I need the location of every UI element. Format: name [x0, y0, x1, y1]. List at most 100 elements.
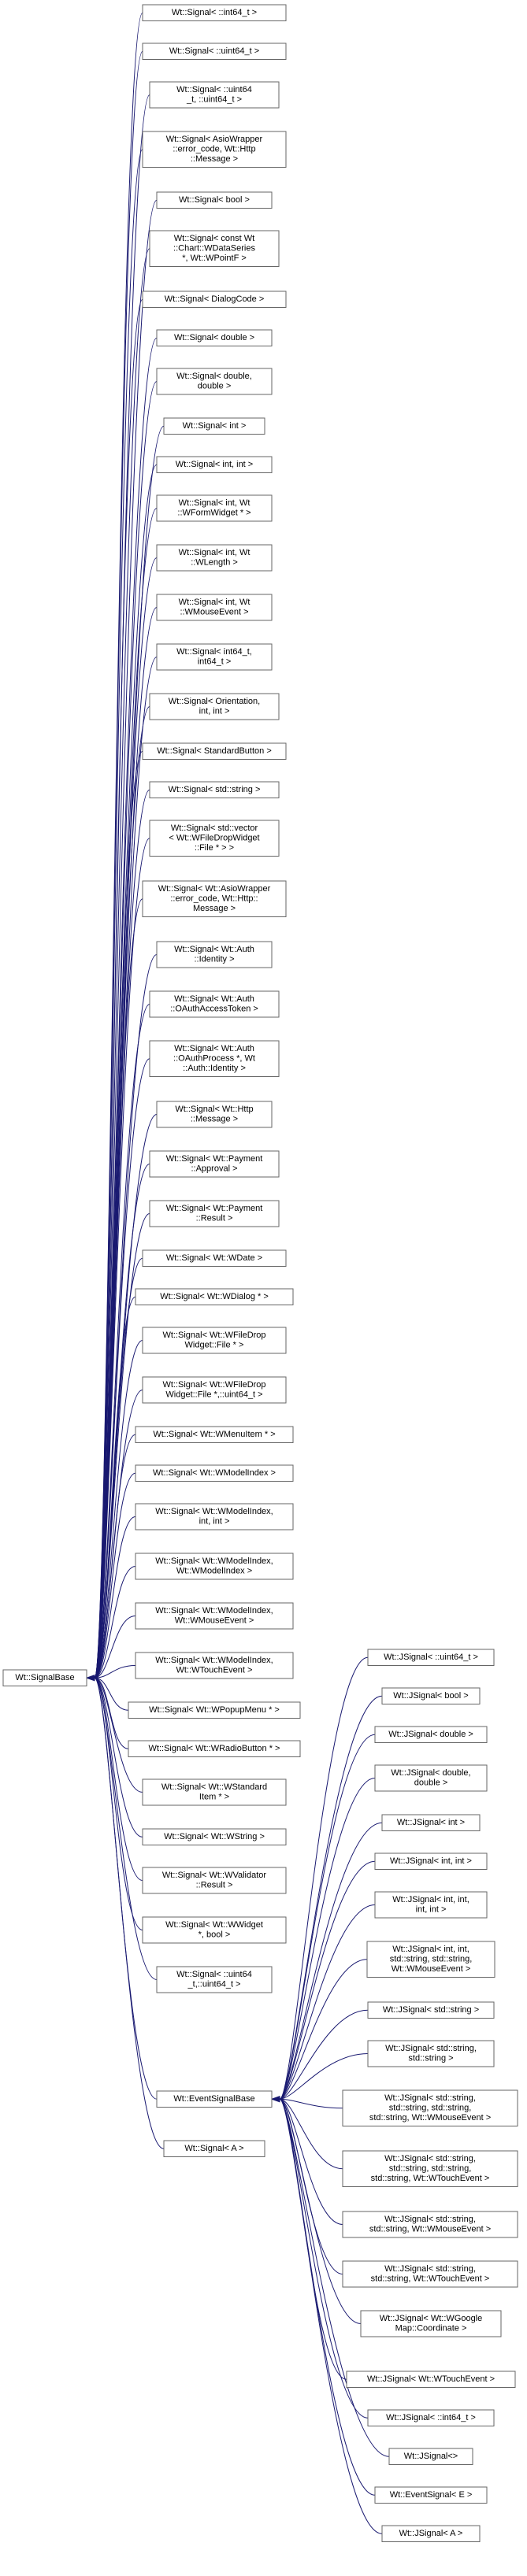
class-node-s42[interactable]: Wt::Signal< Wt::WWidget*, bool >	[142, 1916, 287, 1944]
class-node-j09[interactable]: Wt::JSignal< std::string >	[367, 2001, 495, 2019]
class-node-label: Wt::Signal< Wt::WString >	[164, 1832, 265, 1841]
class-node-s14[interactable]: Wt::Signal< int, Wt::WMouseEvent >	[156, 594, 273, 621]
class-node-s17[interactable]: Wt::Signal< StandardButton >	[142, 742, 287, 760]
class-node-s02[interactable]: Wt::Signal< ::uint64_t >	[142, 43, 287, 60]
class-node-s40[interactable]: Wt::Signal< Wt::WString >	[142, 1828, 287, 1845]
class-node-s11[interactable]: Wt::Signal< int, int >	[156, 456, 273, 473]
class-node-label: Wt::Signal< ::uint64	[176, 1970, 252, 1979]
class-node-label: Wt::Signal< Wt::WStandard	[161, 1782, 267, 1792]
class-node-s22[interactable]: Wt::Signal< Wt::Auth::OAuthAccessToken >	[149, 990, 280, 1018]
class-node-box	[163, 417, 265, 435]
class-node-s26[interactable]: Wt::Signal< Wt::Payment::Result >	[149, 1200, 280, 1227]
class-node-s16[interactable]: Wt::Signal< Orientation,int, int >	[149, 693, 280, 720]
class-node-box	[142, 131, 287, 168]
class-node-box	[149, 1200, 280, 1227]
class-node-s29[interactable]: Wt::Signal< Wt::WFileDropWidget::File * …	[142, 1327, 287, 1354]
class-node-s34[interactable]: Wt::Signal< Wt::WModelIndex,Wt::WModelIn…	[135, 1553, 294, 1580]
class-node-s38[interactable]: Wt::Signal< Wt::WRadioButton * >	[128, 1740, 301, 1757]
class-node-j20[interactable]: Wt::JSignal< A >	[381, 2525, 481, 2542]
class-node-s08[interactable]: Wt::Signal< double >	[156, 329, 273, 346]
class-node-j15[interactable]: Wt::JSignal< Wt::WGoogleMap::Coordinate …	[360, 2310, 502, 2337]
inheritance-edge	[279, 2098, 390, 2457]
class-node-label: Wt::JSignal< std::string,	[384, 2093, 476, 2103]
class-node-label: ::Result >	[196, 1214, 233, 1223]
class-node-j19[interactable]: Wt::EventSignal< E >	[374, 2486, 488, 2504]
class-node-box	[374, 1891, 488, 1919]
class-node-j14[interactable]: Wt::JSignal< std::string,std::string, Wt…	[342, 2260, 518, 2288]
inheritance-edge	[279, 1822, 383, 2100]
class-node-box	[142, 880, 287, 917]
class-node-label: double >	[414, 1778, 448, 1788]
class-node-s31[interactable]: Wt::Signal< Wt::WMenuItem * >	[135, 1426, 294, 1443]
class-node-j10[interactable]: Wt::JSignal< std::string,std::string >	[367, 2040, 495, 2067]
class-node-j11[interactable]: Wt::JSignal< std::string,std::string, st…	[342, 2089, 518, 2126]
inheritance-edge	[94, 1677, 129, 1749]
class-node-box	[128, 1740, 301, 1757]
class-node-label: ::Result >	[196, 1881, 233, 1890]
class-node-j03[interactable]: Wt::JSignal< double >	[374, 1726, 488, 1743]
class-node-s30[interactable]: Wt::Signal< Wt::WFileDropWidget::File *,…	[142, 1376, 287, 1404]
class-node-box	[142, 1327, 287, 1354]
class-node-box	[156, 1101, 273, 1128]
class-node-label: Wt::Signal< DialogCode >	[165, 294, 265, 304]
class-node-s36[interactable]: Wt::Signal< Wt::WModelIndex,Wt::WTouchEv…	[135, 1652, 294, 1679]
class-node-label: int, int >	[199, 707, 230, 716]
class-node-s12[interactable]: Wt::Signal< int, Wt::WFormWidget * >	[156, 494, 273, 522]
class-node-s21[interactable]: Wt::Signal< Wt::Auth::Identity >	[156, 941, 273, 968]
class-node-j16[interactable]: Wt::JSignal< Wt::WTouchEvent >	[346, 2371, 516, 2388]
class-node-s43[interactable]: Wt::Signal< ::uint64_t,::uint64_t >	[156, 1966, 273, 1993]
class-node-s33[interactable]: Wt::Signal< Wt::WModelIndex,int, int >	[135, 1503, 294, 1530]
class-node-s24[interactable]: Wt::Signal< Wt::Http::Message >	[156, 1101, 273, 1128]
inheritance-edge	[94, 1434, 136, 1678]
class-node-label: std::string, Wt::WMouseEvent >	[369, 2113, 491, 2123]
class-node-j12[interactable]: Wt::JSignal< std::string,std::string, st…	[342, 2150, 518, 2187]
class-node-label: Wt::Signal< Wt::WRadioButton * >	[149, 1744, 280, 1753]
class-node-label: Wt::JSignal< Wt::WTouchEvent >	[367, 2374, 495, 2384]
class-node-eventsignalbase[interactable]: Wt::EventSignalBase	[156, 2090, 273, 2108]
class-node-s27[interactable]: Wt::Signal< Wt::WDate >	[142, 1249, 287, 1267]
class-node-j05[interactable]: Wt::JSignal< int >	[381, 1814, 481, 1831]
class-node-signalbase[interactable]: Wt::SignalBase	[2, 1669, 87, 1686]
class-node-s28[interactable]: Wt::Signal< Wt::WDialog * >	[135, 1288, 294, 1305]
class-node-j02[interactable]: Wt::JSignal< bool >	[381, 1687, 481, 1704]
class-node-j13[interactable]: Wt::JSignal< std::string,std::string, Wt…	[342, 2211, 518, 2238]
inheritance-edge	[94, 1616, 136, 1678]
class-node-s19[interactable]: Wt::Signal< std::vector< Wt::WFileDropWi…	[149, 820, 280, 857]
class-node-s10[interactable]: Wt::Signal< int >	[163, 417, 265, 435]
class-node-s07[interactable]: Wt::Signal< DialogCode >	[142, 291, 287, 308]
class-node-label: Wt::Signal< int64_t,	[176, 647, 252, 657]
class-node-s20[interactable]: Wt::Signal< Wt::AsioWrapper::error_code,…	[142, 880, 287, 917]
class-node-s32[interactable]: Wt::Signal< Wt::WModelIndex >	[135, 1464, 294, 1482]
class-node-s01[interactable]: Wt::Signal< ::int64_t >	[142, 4, 287, 21]
class-node-box	[142, 1778, 287, 1806]
class-node-label: Wt::Signal< AsioWrapper	[166, 135, 263, 144]
class-node-s44[interactable]: Wt::Signal< A >	[163, 2140, 265, 2157]
class-node-label: Map::Coordinate >	[395, 2324, 467, 2334]
class-node-box	[388, 2448, 473, 2465]
class-node-s13[interactable]: Wt::Signal< int, Wt::WLength >	[156, 544, 273, 572]
class-node-s35[interactable]: Wt::Signal< Wt::WModelIndex,Wt::WMouseEv…	[135, 1602, 294, 1630]
class-node-s25[interactable]: Wt::Signal< Wt::Payment::Approval >	[149, 1150, 280, 1178]
class-node-label: Wt::EventSignal< E >	[390, 2490, 473, 2500]
class-node-j17[interactable]: Wt::JSignal< ::int64_t >	[367, 2409, 495, 2426]
class-node-j07[interactable]: Wt::JSignal< int, int,int, int >	[374, 1891, 488, 1919]
class-node-s23[interactable]: Wt::Signal< Wt::Auth::OAuthProcess *, Wt…	[149, 1040, 280, 1077]
class-node-j18[interactable]: Wt::JSignal<>	[388, 2448, 473, 2465]
class-node-s04[interactable]: Wt::Signal< AsioWrapper::error_code, Wt:…	[142, 131, 287, 168]
class-node-s18[interactable]: Wt::Signal< std::string >	[149, 781, 280, 798]
class-node-s03[interactable]: Wt::Signal< ::uint64_t, ::uint64_t >	[149, 81, 280, 109]
class-node-s06[interactable]: Wt::Signal< const Wt::Chart::WDataSeries…	[149, 230, 280, 267]
class-node-s15[interactable]: Wt::Signal< int64_t,int64_t >	[156, 643, 273, 671]
class-node-s37[interactable]: Wt::Signal< Wt::WPopupMenu * >	[128, 1701, 301, 1719]
class-node-s05[interactable]: Wt::Signal< bool >	[156, 191, 273, 209]
class-node-box	[346, 2371, 516, 2388]
class-node-j06[interactable]: Wt::JSignal< int, int >	[374, 1852, 488, 1870]
class-node-s41[interactable]: Wt::Signal< Wt::WValidator::Result >	[142, 1867, 287, 1894]
class-node-j04[interactable]: Wt::JSignal< double,double >	[374, 1764, 488, 1792]
class-node-j08[interactable]: Wt::JSignal< int, int,std::string, std::…	[366, 1941, 495, 1978]
class-node-s09[interactable]: Wt::Signal< double,double >	[156, 368, 273, 395]
inheritance-edge	[279, 2098, 362, 2324]
class-node-j01[interactable]: Wt::JSignal< ::uint64_t >	[367, 1649, 495, 1666]
class-node-label: ::OAuthProcess *, Wt	[173, 1054, 255, 1064]
